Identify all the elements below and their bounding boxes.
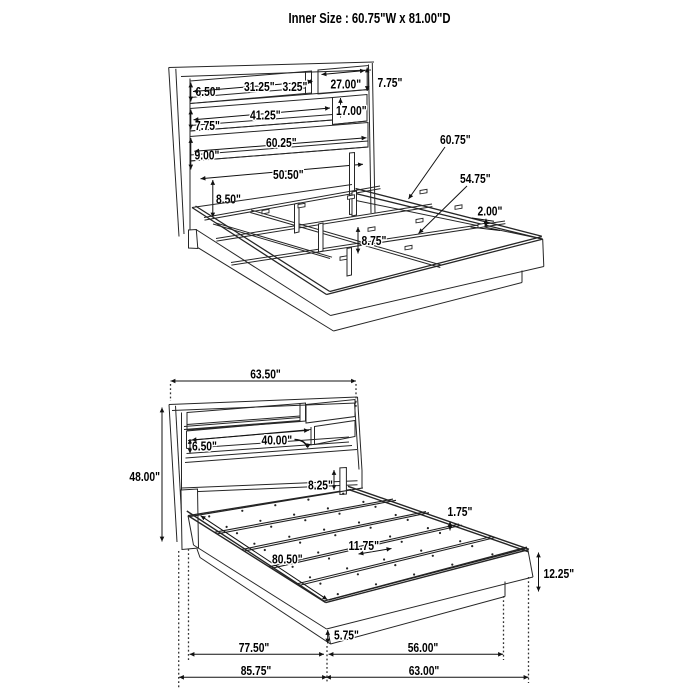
svg-text:5.75": 5.75" xyxy=(334,628,359,643)
svg-text:60.25": 60.25" xyxy=(266,135,297,150)
svg-text:40.00": 40.00" xyxy=(262,433,293,448)
svg-text:7.75": 7.75" xyxy=(195,118,220,133)
svg-text:27.00": 27.00" xyxy=(331,77,362,92)
svg-text:6.50": 6.50" xyxy=(192,439,217,454)
svg-text:8.25": 8.25" xyxy=(308,478,333,493)
svg-text:80.50": 80.50" xyxy=(272,552,303,567)
svg-text:77.50": 77.50" xyxy=(239,640,270,655)
svg-text:7.75": 7.75" xyxy=(378,75,403,90)
svg-text:56.00": 56.00" xyxy=(408,640,439,655)
svg-text:48.00": 48.00" xyxy=(129,469,160,484)
svg-text:11.75": 11.75" xyxy=(349,538,380,553)
svg-text:85.75": 85.75" xyxy=(241,663,272,678)
svg-text:3.25": 3.25" xyxy=(283,79,308,94)
svg-text:31.25": 31.25" xyxy=(244,79,275,94)
svg-text:50.50": 50.50" xyxy=(273,167,304,182)
svg-text:60.75": 60.75" xyxy=(440,132,471,147)
svg-text:63.50": 63.50" xyxy=(250,367,281,382)
svg-text:12.25": 12.25" xyxy=(544,566,575,581)
svg-text:2.00": 2.00" xyxy=(478,204,503,219)
svg-text:Inner Size : 60.75"W x 81.00"D: Inner Size : 60.75"W x 81.00"D xyxy=(289,11,451,27)
svg-text:8.75": 8.75" xyxy=(362,233,387,248)
svg-text:41.25": 41.25" xyxy=(250,108,281,123)
svg-text:54.75": 54.75" xyxy=(460,171,491,186)
svg-text:1.75": 1.75" xyxy=(448,504,473,519)
svg-text:63.00": 63.00" xyxy=(409,663,440,678)
svg-text:17.00": 17.00" xyxy=(336,103,367,118)
svg-text:8.50": 8.50" xyxy=(216,192,241,207)
svg-text:6.50": 6.50" xyxy=(196,84,221,99)
